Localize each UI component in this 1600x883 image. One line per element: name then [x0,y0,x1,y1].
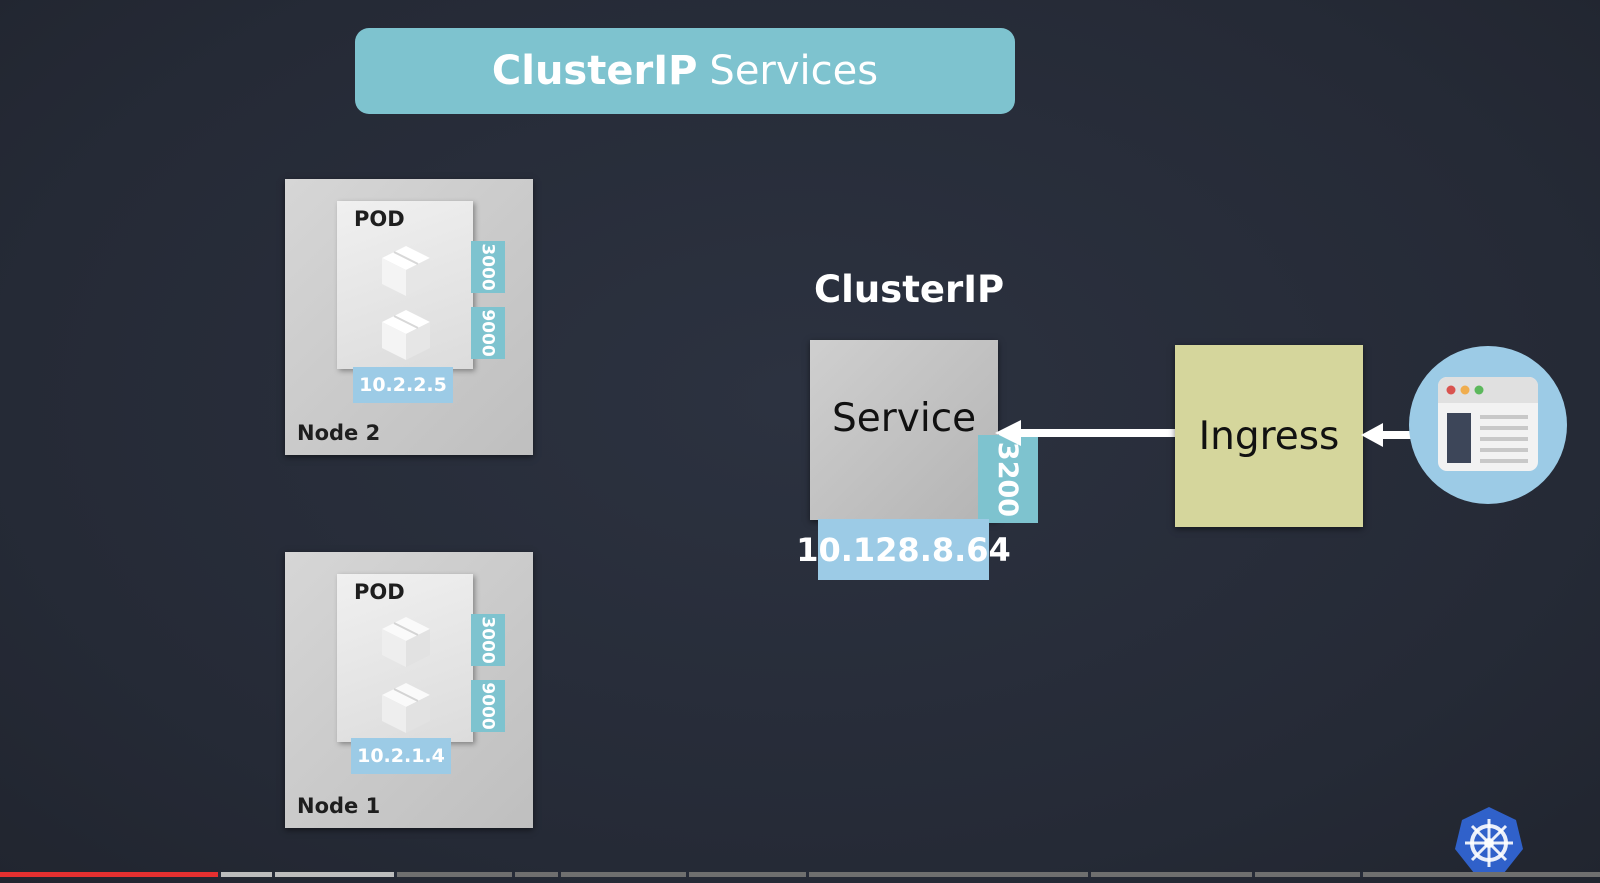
service-label: Service [832,396,977,441]
pod-ip: 10.2.1.4 [351,738,451,774]
pod-ip: 10.2.2.5 [353,367,453,403]
pod-label: POD [354,580,405,604]
chapter-divider [1252,872,1255,877]
pod-node-2: POD [337,201,473,369]
browser-window-icon [1438,377,1538,471]
pod-port-9000: 9000 [471,307,505,359]
chapter-divider [1360,872,1363,877]
chapter-divider [558,872,561,877]
chapter-divider [272,872,275,877]
container-box-icon [382,683,430,733]
node-1: POD 3000 9000 10.2.1.4 Node 1 [285,552,533,828]
service-type-heading: ClusterIP [814,268,1005,311]
chapter-divider [806,872,809,877]
chapter-divider [218,872,221,877]
node-2: POD 3000 9000 10.2.2.5 Node 2 [285,179,533,455]
arrow-left-icon [1361,423,1417,447]
pod-port-3000: 3000 [471,241,505,293]
pod-port-3000: 3000 [471,614,505,666]
chapter-divider [686,872,689,877]
ingress-box: Ingress [1175,345,1363,527]
title-rest: Services [709,48,879,94]
service-ip: 10.128.8.64 [796,519,1011,580]
video-progress-bar[interactable] [0,872,1600,877]
kubernetes-logo-icon [1455,807,1523,873]
title-banner: ClusterIP Services [355,28,1015,114]
chapter-divider [394,872,397,877]
service-box: Service [810,340,998,520]
arrow-left-icon [995,420,1177,446]
progress-buffered [218,872,394,877]
node-label: Node 2 [297,421,381,445]
browser-client [1409,346,1567,504]
chapter-divider [512,872,515,877]
container-box-icon [382,310,430,360]
pod-label: POD [354,207,405,231]
chapter-divider [1088,872,1091,877]
pod-node-1: POD [337,574,473,742]
container-box-icon [382,617,430,667]
progress-played [0,872,218,877]
service-port: 3200 [978,435,1038,523]
pod-port-9000: 9000 [471,680,505,732]
container-box-icon [382,246,430,296]
ingress-label: Ingress [1198,413,1340,459]
title-strong: ClusterIP [491,48,698,94]
node-label: Node 1 [297,794,381,818]
